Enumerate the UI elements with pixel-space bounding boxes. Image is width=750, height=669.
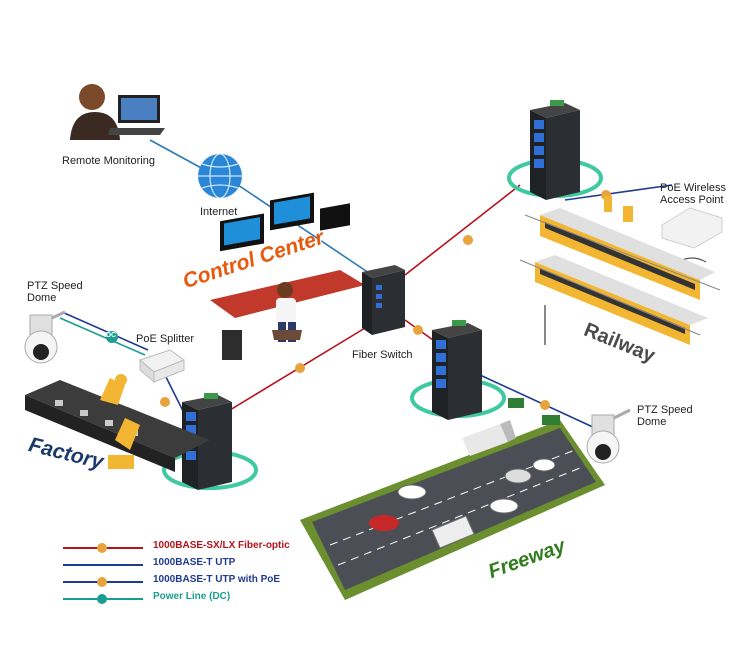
railway-switch-icon (507, 100, 603, 200)
car-icon (489, 498, 519, 514)
fiber-badge-rail (463, 235, 473, 245)
factory-switch-icon (162, 393, 258, 490)
splitter-to-camera-utp (61, 311, 149, 351)
fiber-switch-label: Fiber Switch (352, 349, 413, 361)
dc-badge-label: DC (106, 332, 117, 339)
robot-arm-icon (100, 374, 140, 469)
legend-label-poe: 1000BASE-T UTP with PoE (153, 574, 281, 585)
truck-icon (462, 420, 516, 456)
railway-to-ap-poe (564, 184, 673, 201)
legend-dot-poe (97, 577, 107, 587)
legend-item-poe: 1000BASE-T UTP with PoE (63, 574, 343, 590)
freeway-road (300, 398, 605, 600)
internet-label: Internet (200, 206, 238, 218)
legend-dot-dc (97, 594, 107, 604)
ptz-dome-camera-icon (24, 310, 66, 364)
fiber-switch-icon (362, 265, 405, 335)
legend-item-utp: 1000BASE-T UTP (63, 557, 343, 573)
splitter-to-camera-dc (59, 317, 146, 356)
ptz-left-label-line1: PTZ Speed (27, 280, 83, 292)
ptz-right-label-line1: PTZ Speed (637, 404, 693, 416)
globe-icon (198, 153, 242, 199)
link-badges (106, 190, 611, 410)
ptz-dome-camera-icon (586, 408, 631, 464)
poe-splitter-label: PoE Splitter (136, 333, 195, 345)
internet-to-switch-line (237, 184, 373, 276)
freeway-to-camera-poe (479, 374, 596, 429)
fiber-badge-freeway (413, 325, 423, 335)
factory-to-splitter-poe (164, 374, 186, 416)
legend-item-dc: Power Line (DC) (63, 591, 343, 607)
operator-icon (70, 84, 165, 140)
car-icon (369, 515, 399, 531)
poe-splitter-icon (139, 349, 186, 384)
poe-badge-camera (540, 400, 550, 410)
legend-label-dc: Power Line (DC) (153, 591, 231, 602)
dc-badge-circle (106, 331, 118, 343)
switch-to-railway-fiber (404, 184, 521, 276)
factory-scene (25, 374, 210, 472)
legend-item-fiber: 1000BASE-SX/LX Fiber-optic (63, 540, 343, 556)
remote-monitoring-label: Remote Monitoring (62, 155, 155, 167)
tram-icon (519, 196, 721, 345)
ptz-left-label-line2: Dome (27, 292, 57, 304)
remote-to-internet-line (149, 139, 206, 171)
poe-wireless-label-line2: Access Point (660, 194, 724, 206)
car-icon (504, 468, 532, 484)
ptz-right-label-line2: Dome (637, 416, 667, 428)
legend-label-utp: 1000BASE-T UTP (153, 557, 236, 568)
legend-label-fiber: 1000BASE-SX/LX Fiber-optic (153, 540, 290, 551)
legend-dot-fiber (97, 543, 107, 553)
connections (59, 139, 673, 429)
control-center-desk (210, 192, 365, 360)
car-icon (397, 484, 427, 500)
freeway-switch-icon (410, 320, 506, 420)
legend-line-utp (63, 564, 143, 566)
poe-badge-factory (160, 397, 170, 407)
car-icon (532, 458, 556, 472)
truck-icon (431, 515, 475, 549)
fiber-badge-factory (295, 363, 305, 373)
poe-wireless-label-line1: PoE Wireless (660, 182, 727, 194)
